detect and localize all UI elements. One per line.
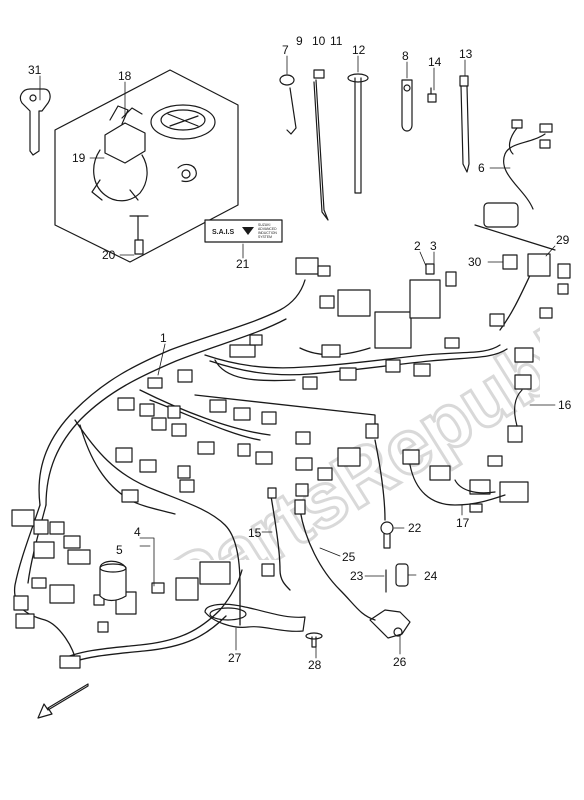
clamp-7 [279,74,297,135]
sub-harness-6 [483,119,553,228]
callout-19: 19 [72,151,86,165]
callout-25: 25 [342,550,356,564]
bracket-26 [369,609,411,639]
callout-27: 27 [228,651,242,665]
bracket-27 [204,603,306,632]
callout-1: 1 [160,331,167,345]
tie-10 [313,69,329,221]
sub-harness-16 [514,389,523,427]
tie-12 [347,73,369,194]
callout-16: 16 [558,398,572,412]
callout-29: 29 [556,233,570,247]
callout-3: 3 [430,239,437,253]
callout-13: 13 [459,47,473,61]
callout-12: 12 [352,43,366,57]
clamp-8 [401,79,413,132]
relay-5 [99,560,127,602]
cap-24 [395,563,409,587]
callout-31: 31 [28,63,42,77]
switch-22 [380,521,394,549]
callout-21: 21 [236,257,250,271]
callout-18: 18 [118,69,132,83]
callout-10: 10 [312,34,326,48]
svg-text:SYSTEM: SYSTEM [258,235,272,239]
sais-label: S.A.I.S SUZUKI ADVANCED INDUCTION SYSTEM [212,223,277,239]
callout-8: 8 [402,49,409,63]
screw-14 [427,87,437,103]
callout-24: 24 [424,569,438,583]
callout-2: 2 [414,239,421,253]
callout-30: 30 [468,255,482,269]
callout-5: 5 [116,543,123,557]
screw-28 [305,632,323,648]
callout-23: 23 [350,569,364,583]
callout-7: 7 [282,43,289,57]
callout-22: 22 [408,521,422,535]
callout-4: 4 [134,525,141,539]
callout-6: 6 [478,161,485,175]
callout-15: 15 [248,526,262,540]
callout-26: 26 [393,655,407,669]
callout-20: 20 [102,248,116,262]
callout-9: 9 [296,34,303,48]
tie-13 [459,75,470,173]
svg-text:SUZUKI: SUZUKI [258,223,270,227]
main-harness [13,264,536,667]
front-direction-arrow [37,683,89,719]
bolt-20 [129,215,149,255]
callout-14: 14 [428,55,442,69]
ignition-key [19,88,51,156]
sub-harness-17 [409,464,506,506]
callout-28: 28 [308,658,322,672]
svg-text:S.A.I.S: S.A.I.S [212,229,235,236]
callout-11: 11 [330,34,343,48]
ignition-switch-set [54,69,239,263]
callout-17: 17 [456,516,470,530]
svg-text:ADVANCED: ADVANCED [258,227,277,231]
svg-text:INDUCTION: INDUCTION [258,231,277,235]
leader-lines [39,55,556,659]
connectors [11,253,571,669]
